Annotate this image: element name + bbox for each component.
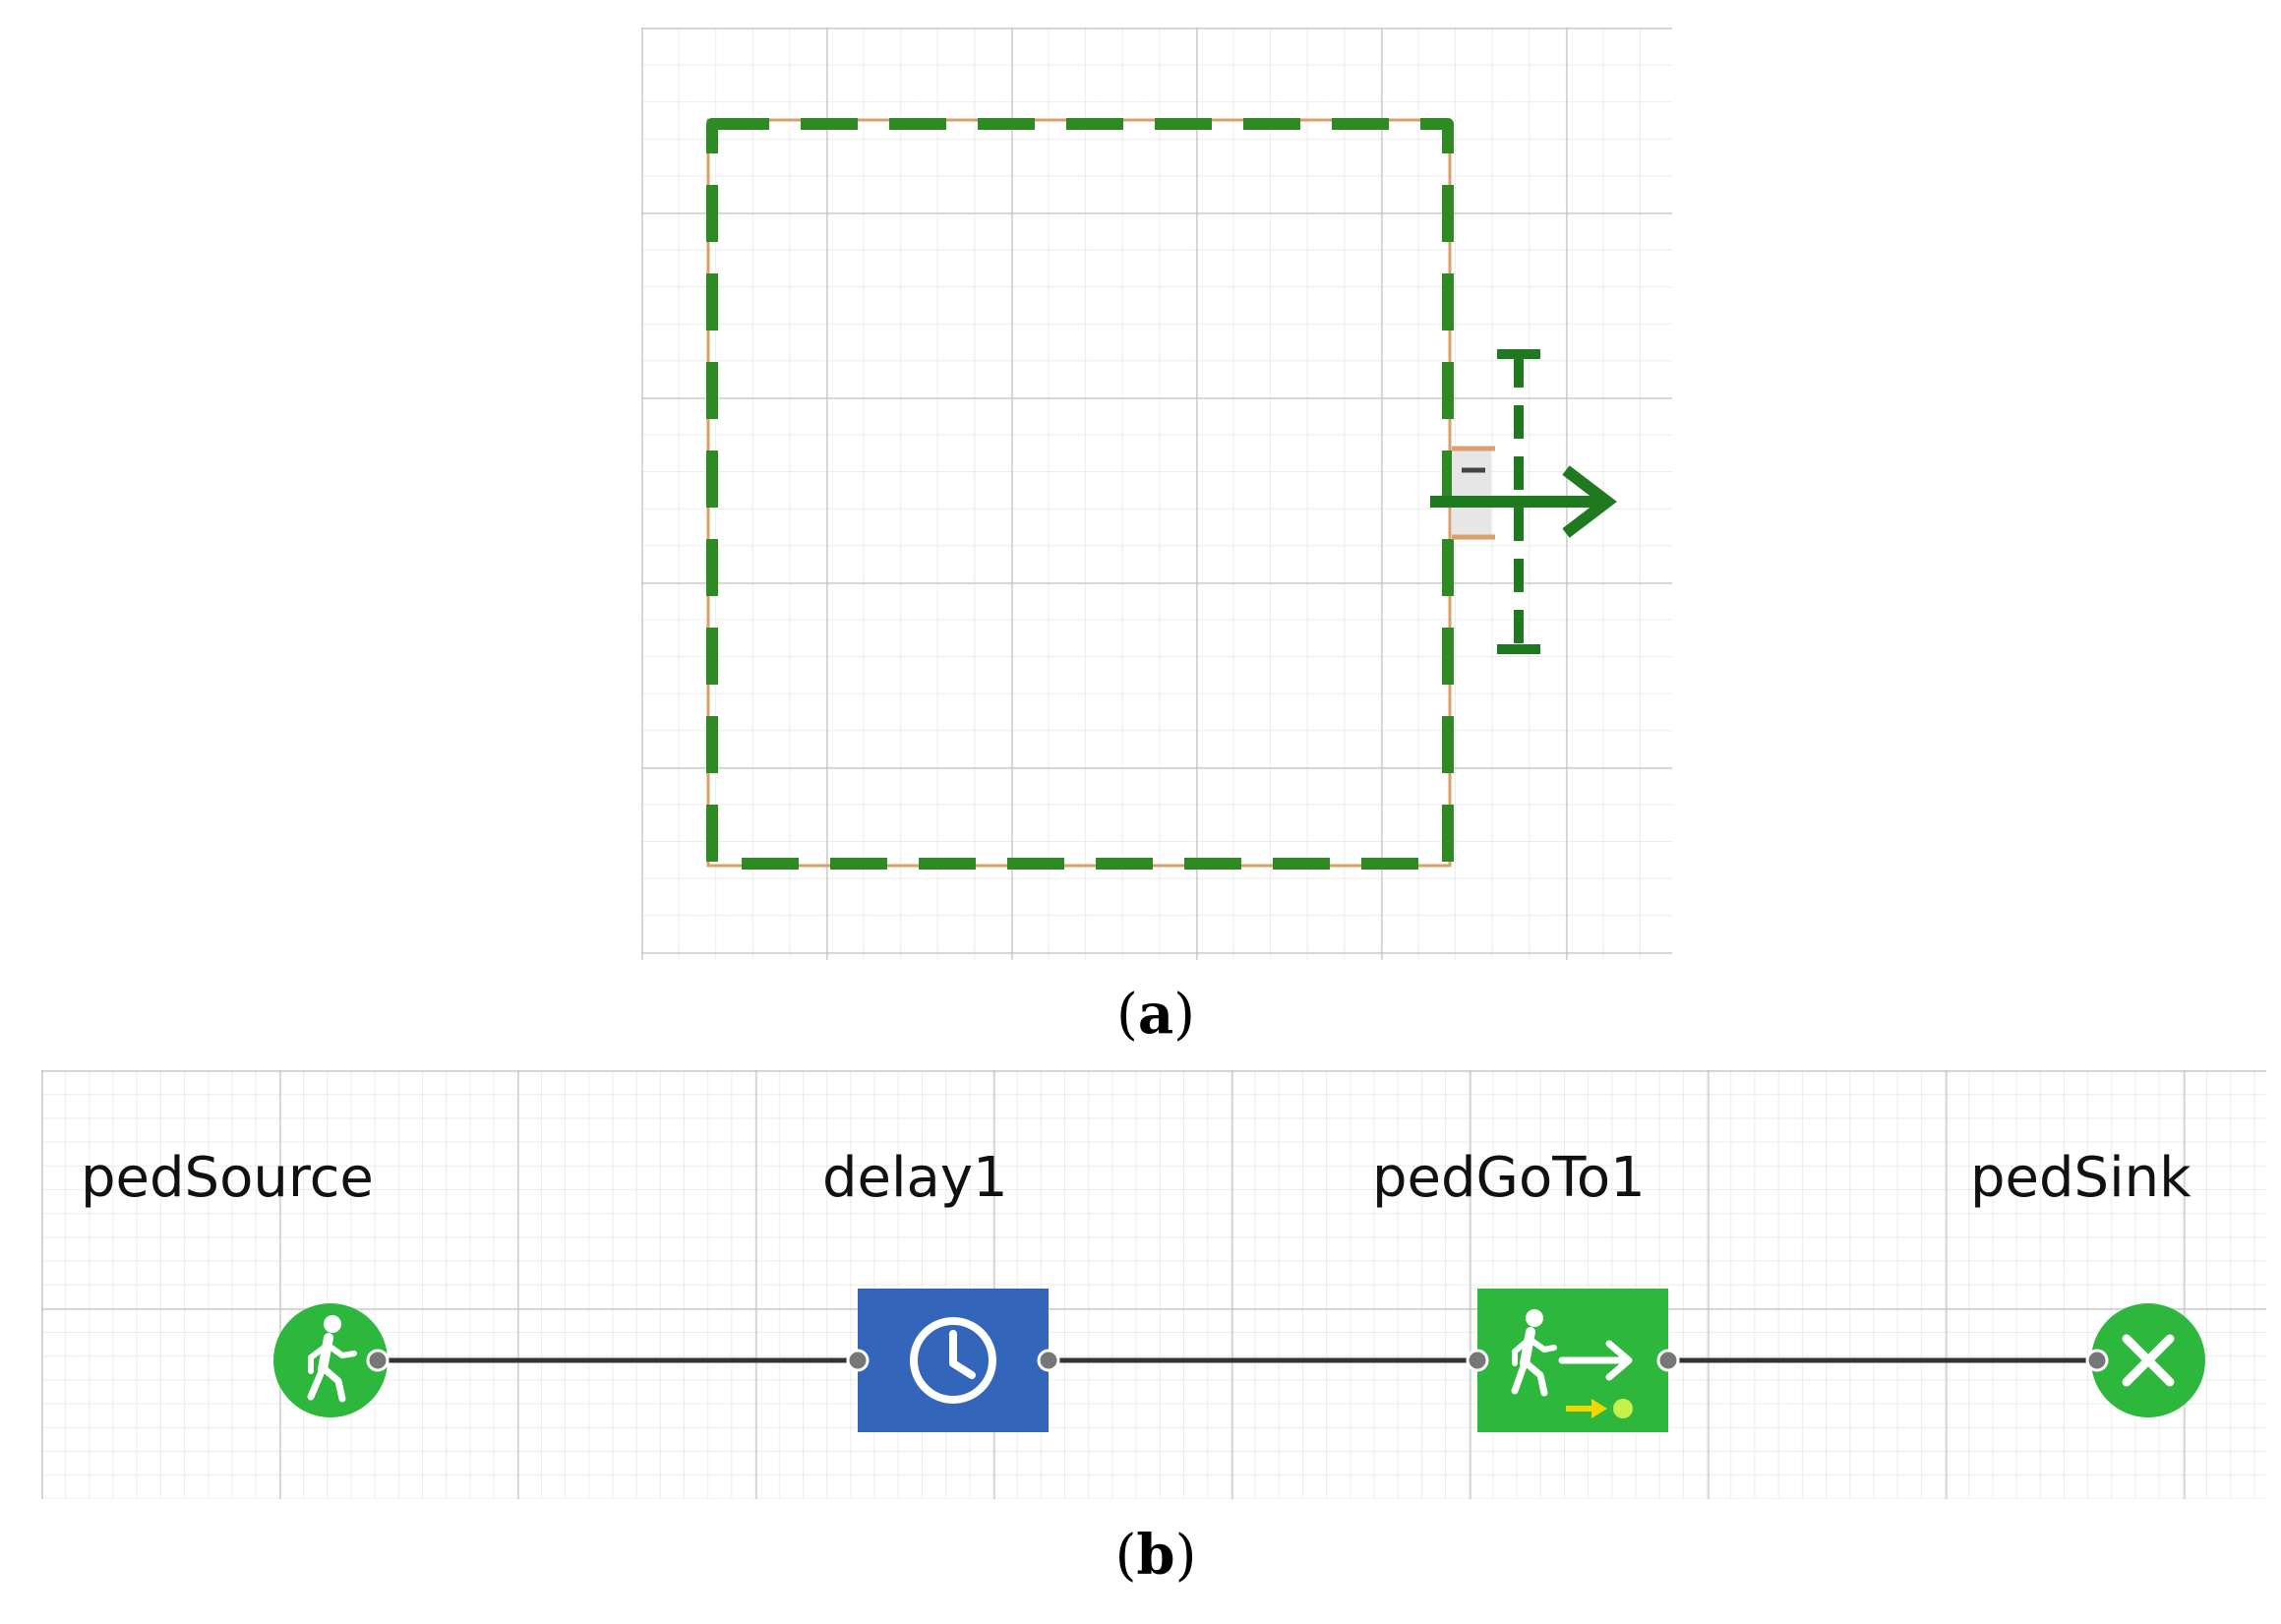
node-label-pedgoto1: pedGoTo1 bbox=[1372, 1146, 1646, 1210]
door-opening[interactable] bbox=[1452, 446, 1495, 540]
close-x-icon bbox=[2122, 1334, 2175, 1387]
clock-icon bbox=[910, 1317, 996, 1404]
node-label-pedsource: pedSource bbox=[81, 1146, 374, 1210]
port-delay1-in bbox=[846, 1349, 870, 1372]
port-pedgoto1-in bbox=[1466, 1349, 1489, 1372]
pedsink-node[interactable] bbox=[2091, 1303, 2205, 1417]
port-pedgoto1-out bbox=[1656, 1349, 1680, 1372]
exit-arrow-icon bbox=[1430, 465, 1617, 538]
pedestrian-area[interactable] bbox=[706, 118, 1454, 870]
caption-b: (b) bbox=[1114, 1523, 1197, 1588]
walking-person-icon bbox=[307, 1315, 357, 1403]
pedsource-node[interactable] bbox=[273, 1303, 388, 1417]
layout-grid-panel bbox=[641, 28, 1672, 960]
pedgoto1-node[interactable] bbox=[1477, 1289, 1668, 1432]
port-pedsink-in bbox=[2085, 1349, 2109, 1372]
node-label-delay1: delay1 bbox=[822, 1146, 1008, 1210]
caption-a: (a) bbox=[1115, 982, 1195, 1047]
pedestrian-goto-icon bbox=[1511, 1309, 1633, 1418]
connector-ports[interactable] bbox=[366, 1349, 2109, 1372]
flowchart-grid-panel bbox=[41, 1070, 2266, 1499]
delay1-node[interactable] bbox=[858, 1289, 1049, 1432]
target-line[interactable] bbox=[1497, 349, 1540, 654]
port-delay1-out bbox=[1037, 1349, 1060, 1372]
node-label-pedsink: pedSink bbox=[1970, 1146, 2191, 1210]
port-pedsource-out bbox=[366, 1349, 390, 1372]
